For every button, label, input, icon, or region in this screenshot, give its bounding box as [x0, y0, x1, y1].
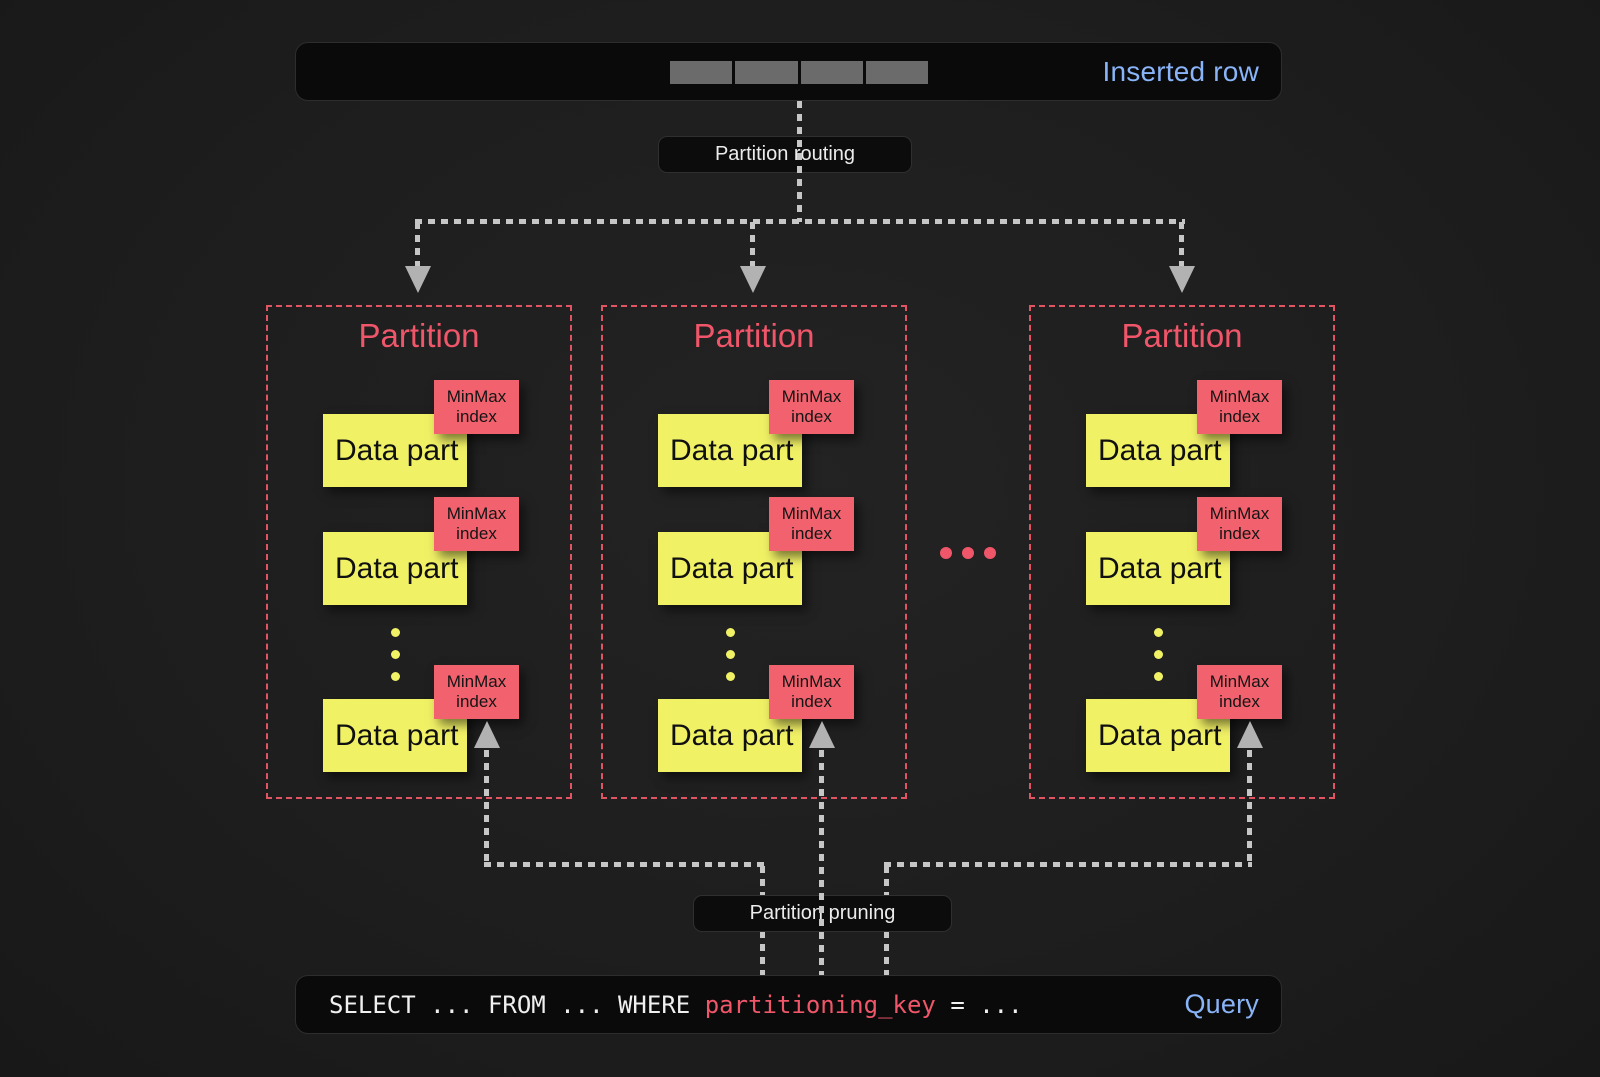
partition-title: Partition [1121, 317, 1243, 354]
partition-box-1: Partition MinMax index Data part MinMax … [266, 305, 572, 799]
sql-suffix: = ... [935, 990, 1023, 1019]
inserted-row-cells [670, 61, 928, 84]
partition-ellipsis-dot [962, 547, 974, 559]
more-parts-ellipsis-dot [391, 628, 400, 637]
routing-drop-right [1179, 222, 1184, 268]
inserted-row-label: Inserted row [1102, 55, 1259, 87]
partition-box-2: Partition MinMax index Data part MinMax … [601, 305, 907, 799]
more-parts-ellipsis-dot [1154, 672, 1163, 681]
minmax-index-tag: MinMax index [1197, 380, 1282, 434]
arrow-up-icon [474, 721, 500, 748]
query-bar: SELECT ... FROM ... WHERE partitioning_k… [295, 975, 1282, 1034]
pruning-line-right-riser [1247, 750, 1252, 865]
sql-partitioning-key: partitioning_key [704, 990, 936, 1019]
inserted-row-bar: Inserted row [295, 42, 1282, 101]
partition-ellipsis-dot [984, 547, 996, 559]
minmax-index-tag: MinMax index [769, 497, 854, 551]
pruning-line-left-riser [484, 750, 489, 865]
partition-title: Partition [693, 317, 815, 354]
row-cell [670, 61, 733, 84]
pruning-line-right-horizontal [884, 862, 1252, 867]
minmax-index-tag: MinMax index [434, 497, 519, 551]
data-part-box: Data part [323, 699, 467, 772]
row-cell [735, 61, 798, 84]
minmax-index-tag: MinMax index [1197, 665, 1282, 719]
minmax-index-tag: MinMax index [1197, 497, 1282, 551]
minmax-index-tag: MinMax index [769, 665, 854, 719]
partition-box-3: Partition MinMax index Data part MinMax … [1029, 305, 1335, 799]
minmax-index-tag: MinMax index [434, 665, 519, 719]
minmax-index-tag: MinMax index [769, 380, 854, 434]
more-parts-ellipsis-dot [391, 672, 400, 681]
routing-drop-left [415, 222, 420, 268]
routing-drop-middle [750, 222, 755, 268]
sql-query-text: SELECT ... FROM ... WHERE partitioning_k… [329, 976, 1023, 1033]
query-label: Query [1184, 989, 1259, 1019]
arrow-up-icon [809, 721, 835, 748]
more-parts-ellipsis-dot [391, 650, 400, 659]
data-part-box: Data part [1086, 414, 1230, 487]
partition-routing-text: Partition routing [714, 143, 856, 165]
more-parts-ellipsis-dot [726, 650, 735, 659]
routing-feed-line [797, 101, 802, 222]
pruning-line-middle [819, 750, 824, 975]
more-parts-ellipsis-dot [1154, 650, 1163, 659]
arrow-down-icon [1169, 266, 1195, 293]
more-parts-ellipsis-dot [726, 628, 735, 637]
arrow-down-icon [740, 266, 766, 293]
row-cell [800, 61, 863, 84]
row-cell [865, 61, 928, 84]
minmax-index-tag: MinMax index [434, 380, 519, 434]
partition-ellipsis-dot [940, 547, 952, 559]
partition-routing-label: Partition routing [658, 136, 912, 173]
arrow-up-icon [1237, 721, 1263, 748]
pruning-line-left-horizontal [484, 862, 766, 867]
sql-prefix: SELECT ... FROM ... WHERE [329, 990, 705, 1019]
more-parts-ellipsis-dot [726, 672, 735, 681]
more-parts-ellipsis-dot [1154, 628, 1163, 637]
partition-title: Partition [358, 317, 480, 354]
arrow-down-icon [405, 266, 431, 293]
